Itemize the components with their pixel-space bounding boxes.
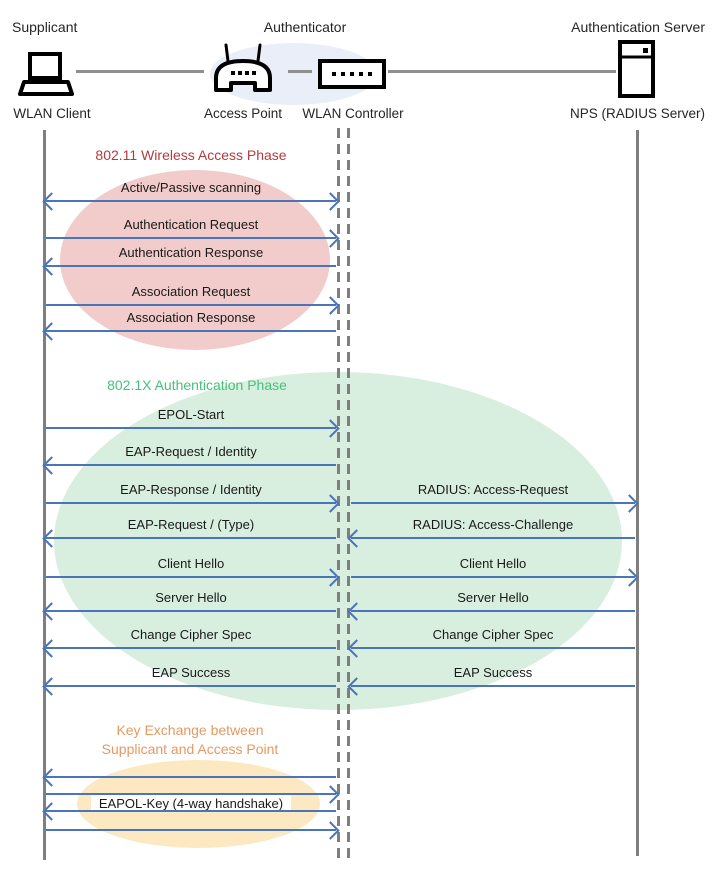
message-label: RADIUS: Access-Request (417, 482, 569, 497)
message-arrow (46, 785, 340, 804)
role-authenticator: Authenticator (263, 19, 347, 35)
message-label: Server Hello (457, 590, 529, 605)
label-wlan-client: WLAN Client (13, 106, 91, 121)
message-label: EAP Success (151, 665, 231, 680)
lifeline-nps-server (636, 130, 639, 856)
message-label: Client Hello (157, 556, 225, 571)
message-arrow (351, 568, 639, 587)
message-arrow (347, 529, 635, 548)
server-icon (618, 40, 656, 103)
message-arrow (351, 494, 639, 513)
message-arrow (46, 821, 340, 840)
laptop-icon (17, 52, 75, 103)
message-arrow (347, 639, 635, 658)
access-point-icon (209, 42, 277, 103)
message-arrow (42, 322, 336, 341)
message-arrow (347, 602, 635, 621)
label-nps-radius-server: NPS (RADIUS Server) (569, 106, 706, 121)
message-label: EAPOL-Key (4-way handshake) (46, 795, 336, 812)
lifeline-wlan-client (43, 130, 46, 860)
phase-title-key-exchange-line2: Supplicant and Access Point (101, 741, 279, 757)
message-label: Authentication Request (123, 217, 259, 232)
message-arrow (42, 257, 336, 276)
role-authentication-server: Authentication Server (571, 19, 705, 35)
message-label: EAP Success (453, 665, 533, 680)
message-label: Authentication Response (118, 245, 264, 260)
message-label: Client Hello (459, 556, 527, 571)
role-supplicant: Supplicant (12, 19, 78, 35)
message-arrow (347, 677, 635, 696)
message-label: Change Cipher Spec (432, 627, 554, 642)
message-label: EPOL-Start (157, 407, 225, 422)
lifeline-wlan-controller-right (347, 128, 350, 862)
message-arrow (46, 229, 340, 248)
message-label: EAP-Request / (Type) (127, 517, 255, 532)
message-label: Association Request (131, 284, 251, 299)
message-label: Active/Passive scanning (120, 180, 262, 195)
message-label: RADIUS: Access-Challenge (412, 517, 574, 532)
message-arrow (42, 639, 336, 658)
phase-title-dot1x-authentication: 802.1X Authentication Phase (107, 377, 287, 393)
connector-controller-to-server (388, 70, 616, 73)
phase-title-wireless-access: 802.11 Wireless Access Phase (95, 147, 287, 163)
message-arrow (42, 456, 336, 475)
wlan-controller-icon (318, 59, 386, 95)
message-label: Association Response (126, 310, 256, 325)
connector-ap-to-controller (288, 70, 312, 73)
message-label: Server Hello (155, 590, 227, 605)
message-arrow (42, 602, 336, 621)
lifeline-wlan-controller-left (337, 128, 340, 862)
phase-title-key-exchange-line1: Key Exchange between (116, 722, 264, 738)
message-arrow (42, 802, 336, 821)
message-label: Change Cipher Spec (130, 627, 252, 642)
message-arrow (46, 296, 340, 315)
message-arrow (42, 677, 336, 696)
message-label: EAP-Request / Identity (125, 444, 257, 459)
label-wlan-controller: WLAN Controller (302, 106, 404, 121)
message-arrow (42, 768, 336, 787)
message-arrow (46, 568, 340, 587)
label-access-point: Access Point (203, 106, 283, 121)
connector-client-to-ap (76, 70, 204, 73)
message-arrow (42, 192, 340, 211)
message-arrow (42, 529, 336, 548)
message-label: EAP-Response / Identity (120, 482, 262, 497)
message-arrow (46, 419, 340, 438)
message-arrow (46, 494, 340, 513)
